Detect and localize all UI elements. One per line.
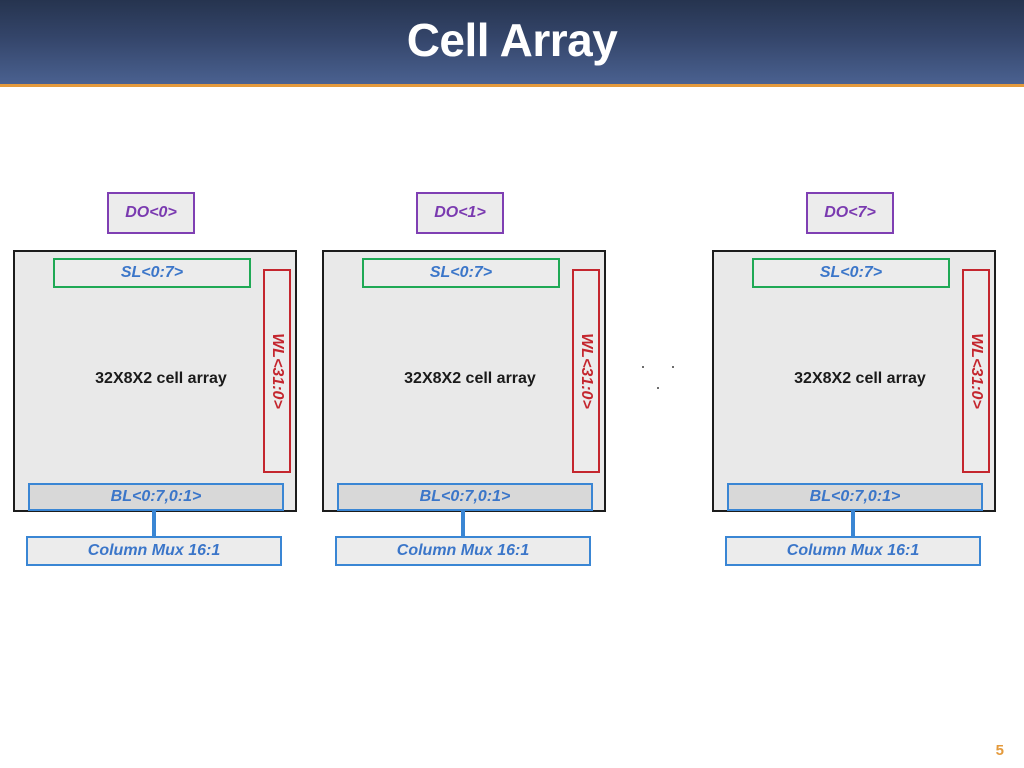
source-line-bus: SL<0:7> — [752, 258, 950, 288]
word-line-bus: WL<31:0> — [572, 269, 600, 473]
source-line-bus: SL<0:7> — [53, 258, 251, 288]
data-out-label: DO<1> — [416, 192, 504, 234]
column-mux: Column Mux 16:1 — [335, 536, 591, 566]
title-bar — [0, 0, 1024, 84]
bit-line-bus: BL<0:7,0:1> — [28, 483, 284, 511]
source-line-bus: SL<0:7> — [362, 258, 560, 288]
bit-line-to-mux-connector — [152, 511, 156, 536]
cell-array-label: 32X8X2 cell array — [95, 370, 227, 387]
cell-array-label: 32X8X2 cell array — [404, 370, 536, 387]
data-out-label: DO<7> — [806, 192, 894, 234]
cell-array-block-0: DO<0> SL<0:7> WL<31:0> 32X8X2 cell array… — [13, 190, 303, 570]
bit-line-to-mux-connector — [461, 511, 465, 536]
cell-array-label: 32X8X2 cell array — [794, 370, 926, 387]
word-line-bus: WL<31:0> — [962, 269, 990, 473]
bit-line-to-mux-connector — [851, 511, 855, 536]
word-line-label: WL<31:0> — [578, 333, 595, 409]
bit-line-bus: BL<0:7,0:1> — [337, 483, 593, 511]
cell-array-box — [712, 250, 996, 512]
cell-array-block-1: DO<1> SL<0:7> WL<31:0> 32X8X2 cell array… — [322, 190, 612, 570]
more-blocks-ellipsis: . . . — [640, 352, 686, 393]
slide-title: Cell Array — [406, 14, 618, 66]
cell-array-box — [13, 250, 297, 512]
word-line-label: WL<31:0> — [269, 333, 286, 409]
data-out-label: DO<0> — [107, 192, 195, 234]
bit-line-bus: BL<0:7,0:1> — [727, 483, 983, 511]
column-mux: Column Mux 16:1 — [26, 536, 282, 566]
cell-array-block-7: DO<7> SL<0:7> WL<31:0> 32X8X2 cell array… — [712, 190, 1002, 570]
word-line-label: WL<31:0> — [968, 333, 985, 409]
title-underline — [0, 84, 1024, 87]
column-mux: Column Mux 16:1 — [725, 536, 981, 566]
word-line-bus: WL<31:0> — [263, 269, 291, 473]
page-number: 5 — [995, 742, 1004, 759]
